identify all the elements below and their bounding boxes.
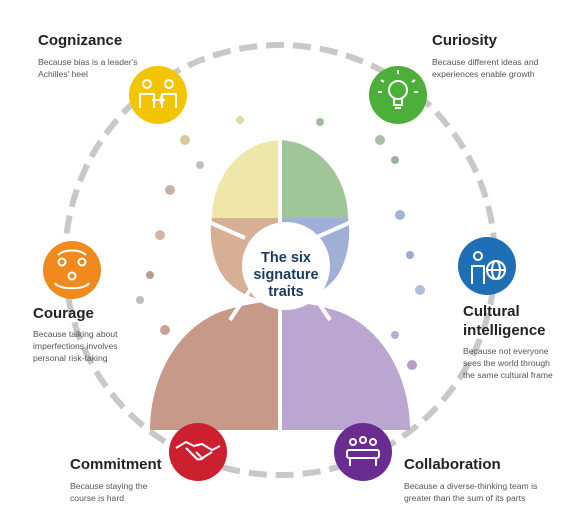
cognizance-description: Because bias is a leader's Achilles' hee… bbox=[38, 56, 138, 80]
courage-description: Because talking about imperfections invo… bbox=[33, 328, 118, 364]
curiosity-desc-line2: experiences enable growth bbox=[432, 69, 535, 79]
crowd-specks bbox=[136, 116, 425, 370]
collaboration-badge bbox=[334, 423, 392, 481]
head-silhouette bbox=[212, 140, 348, 218]
center-label-line3: traits bbox=[268, 284, 304, 300]
curiosity-title: Curiosity bbox=[432, 32, 498, 49]
lightbulb-icon bbox=[378, 70, 418, 109]
courage-desc-line3: personal risk-taking bbox=[33, 353, 108, 363]
commitment-badge bbox=[169, 423, 227, 481]
meeting-table-icon bbox=[346, 436, 380, 466]
curiosity-badge bbox=[369, 66, 427, 124]
collaboration-description: Because a diverse-thinking team is great… bbox=[404, 480, 537, 504]
handshake-icon bbox=[175, 440, 221, 461]
center-label-line1: The six bbox=[261, 250, 311, 266]
cognizance-desc-line2: Achilles' heel bbox=[38, 69, 88, 79]
commitment-description: Because staying the course is hard bbox=[70, 480, 147, 504]
cultural-desc-line1: Because not everyone bbox=[463, 346, 549, 356]
cultural-intelligence-title: Cultural intelligence bbox=[463, 302, 546, 340]
curiosity-description: Because different ideas and experiences … bbox=[432, 56, 538, 80]
cultural-intelligence-description: Because not everyone sees the world thro… bbox=[463, 345, 553, 381]
cognizance-badge bbox=[129, 66, 187, 124]
team-cycle-icon bbox=[54, 249, 90, 290]
center-circle bbox=[242, 222, 330, 310]
collaboration-desc-line2: greater than the sum of its parts bbox=[404, 493, 526, 503]
cultural-desc-line3: the same cultural frame bbox=[463, 370, 553, 380]
cultural-badge bbox=[458, 237, 516, 295]
courage-desc-line1: Because talking about bbox=[33, 329, 118, 339]
segment-dividers bbox=[199, 130, 361, 432]
cultural-desc-line2: sees the world through bbox=[463, 358, 550, 368]
people-arrows-icon bbox=[139, 79, 177, 108]
commitment-title: Commitment bbox=[70, 456, 162, 473]
courage-desc-line2: imperfections involves bbox=[33, 341, 118, 351]
commitment-desc-line1: Because staying the bbox=[70, 481, 148, 491]
curiosity-desc-line1: Because different ideas and bbox=[432, 57, 539, 67]
cognizance-title: Cognizance bbox=[38, 32, 123, 49]
collaboration-desc-line1: Because a diverse-thinking team is bbox=[404, 481, 538, 491]
courage-badge bbox=[43, 241, 101, 299]
person-globe-icon bbox=[471, 251, 506, 284]
collaboration-title: Collaboration bbox=[404, 456, 501, 473]
cultural-title-line2: intelligence bbox=[463, 322, 546, 339]
center-label-line2: signature bbox=[253, 267, 319, 283]
center-label: The six signature traits bbox=[240, 250, 332, 301]
cultural-title-line1: Cultural bbox=[463, 303, 520, 320]
commitment-desc-line2: course is hard bbox=[70, 493, 124, 503]
cognizance-desc-line1: Because bias is a leader's bbox=[38, 57, 138, 67]
courage-title: Courage bbox=[33, 305, 94, 322]
